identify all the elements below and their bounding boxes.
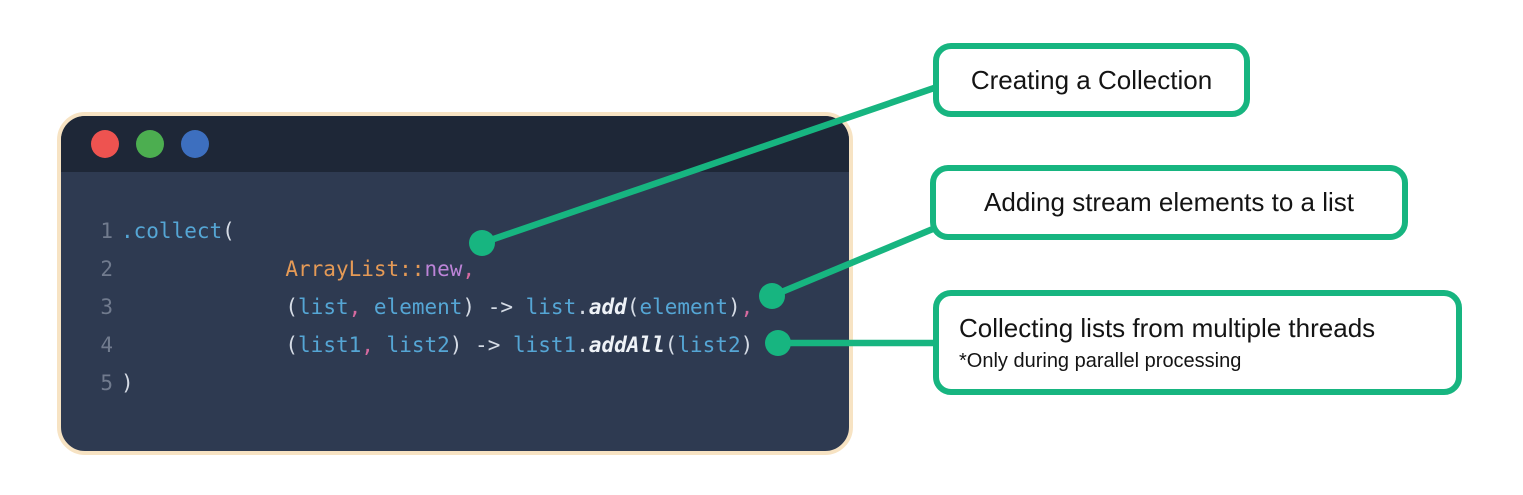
code-line: 5) bbox=[97, 364, 839, 402]
zoom-button[interactable] bbox=[181, 130, 209, 158]
code-editor-window: 1.collect(2 ArrayList::new,3 (list, elem… bbox=[57, 112, 853, 455]
window-titlebar bbox=[61, 116, 849, 172]
minimize-button[interactable] bbox=[136, 130, 164, 158]
callout-subtitle: *Only during parallel processing bbox=[959, 349, 1242, 372]
callout-collecting-lists: Collecting lists from multiple threads *… bbox=[933, 290, 1462, 395]
callout-adding-stream-elements: Adding stream elements to a list bbox=[930, 165, 1408, 240]
callout-title: Collecting lists from multiple threads bbox=[959, 312, 1376, 343]
close-button[interactable] bbox=[91, 130, 119, 158]
code-area: 1.collect(2 ArrayList::new,3 (list, elem… bbox=[61, 172, 849, 412]
code-line: 2 ArrayList::new, bbox=[97, 250, 839, 288]
code-text: (list1, list2) -> list1.addAll(list2) bbox=[285, 333, 754, 357]
line-number: 4 bbox=[100, 333, 113, 357]
callout-title: Creating a Collection bbox=[970, 64, 1213, 95]
callout-title: Adding stream elements to a list bbox=[984, 187, 1354, 217]
code-text: .collect( bbox=[121, 219, 235, 243]
code-text: (list, element) -> list.add(element), bbox=[285, 295, 754, 319]
code-line: 3 (list, element) -> list.add(element), bbox=[97, 288, 839, 326]
line-number: 1 bbox=[100, 219, 113, 243]
line-number: 5 bbox=[100, 371, 113, 395]
line-number: 2 bbox=[100, 257, 113, 281]
code-text: ArrayList::new, bbox=[285, 257, 476, 281]
callout-creating-collection: Creating a Collection bbox=[933, 43, 1250, 117]
code-text: ) bbox=[121, 371, 134, 395]
line-number: 3 bbox=[100, 295, 113, 319]
code-line: 4 (list1, list2) -> list1.addAll(list2) bbox=[97, 326, 839, 364]
code-line: 1 .collect( bbox=[97, 212, 839, 250]
